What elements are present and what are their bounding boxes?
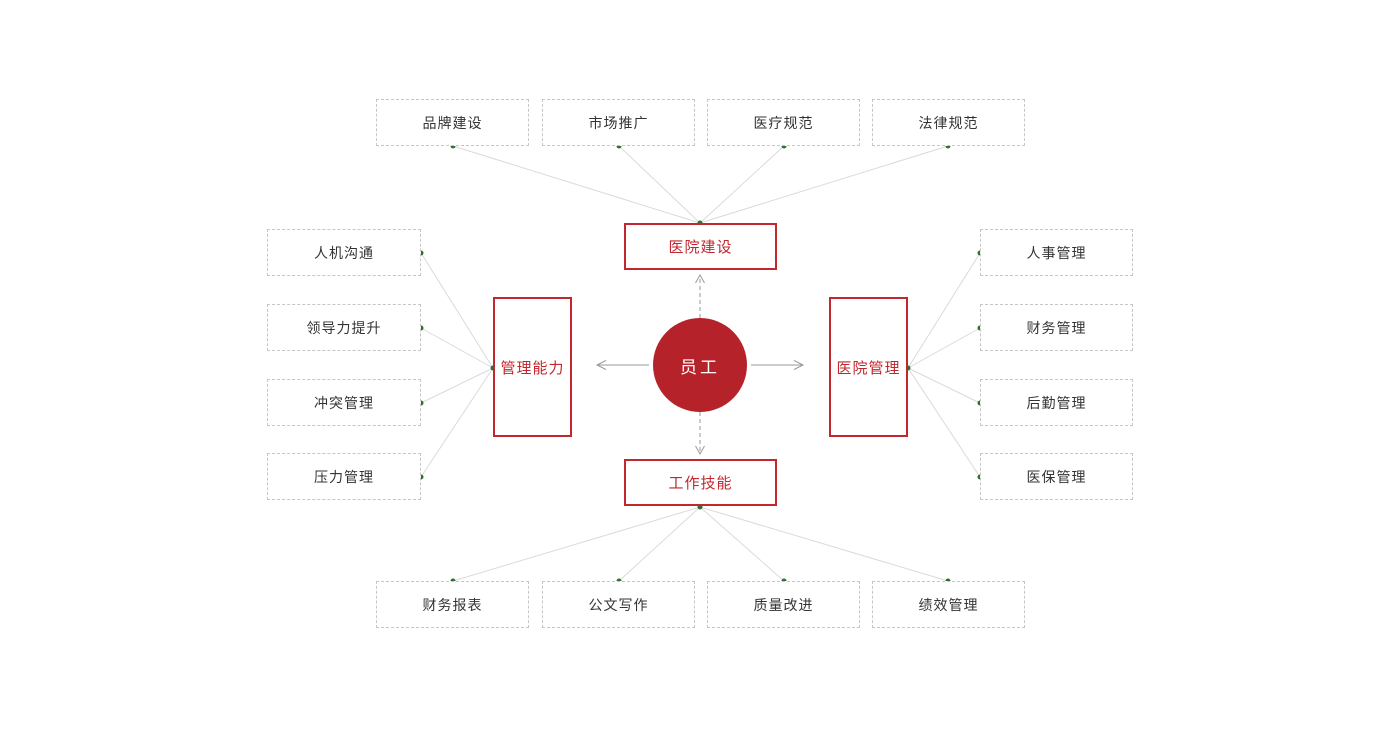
subnode-label: 法律规范 (918, 114, 979, 131)
node-management-ability: 管理能力 (493, 297, 572, 437)
subnode-label: 压力管理 (314, 468, 374, 485)
subnode-personnel-management: 人事管理 (980, 229, 1133, 276)
subnode-label: 财务管理 (1026, 319, 1087, 336)
subnode-leadership-improvement: 领导力提升 (267, 304, 421, 351)
connector-line (420, 367, 494, 404)
connector-line (618, 145, 701, 224)
employee-center-node: 员工 (653, 318, 747, 412)
connector-line (420, 252, 494, 369)
connector-line (452, 506, 701, 582)
subnode-label: 品牌建设 (422, 114, 483, 131)
subnode-label: 医保管理 (1026, 468, 1087, 485)
subnode-label: 冲突管理 (314, 394, 374, 411)
node-label: 医院管理 (836, 359, 901, 377)
connector-line (420, 367, 494, 478)
subnode-logistics-management: 后勤管理 (980, 379, 1133, 426)
employee-label: 员工 (680, 357, 720, 377)
node-work-skills: 工作技能 (624, 459, 777, 506)
node-label: 工作技能 (668, 475, 733, 492)
node-hospital-management: 医院管理 (829, 297, 908, 437)
subnode-label: 人机沟通 (314, 244, 374, 261)
connector-line (907, 327, 981, 369)
connector-line (699, 145, 785, 224)
node-label: 医院建设 (668, 239, 733, 256)
subnode-label: 市场推广 (588, 114, 649, 131)
subnode-medical-insurance-management: 医保管理 (980, 453, 1133, 500)
subnode-market-promotion: 市场推广 (542, 99, 695, 146)
subnode-conflict-management: 冲突管理 (267, 379, 421, 426)
subnode-brand-building: 品牌建设 (376, 99, 529, 146)
subnode-communication: 人机沟通 (267, 229, 421, 276)
connector-line (420, 327, 494, 369)
subnode-label: 财务报表 (422, 596, 483, 613)
subnode-label: 公文写作 (588, 596, 649, 613)
subnode-medical-standards: 医疗规范 (707, 99, 860, 146)
connector-line (699, 506, 785, 582)
arrow-left-head (595, 360, 607, 370)
arrow-right-head (793, 360, 805, 370)
subnode-performance-management: 绩效管理 (872, 581, 1025, 628)
subnode-financial-statements: 财务报表 (376, 581, 529, 628)
connector-line (907, 252, 981, 369)
node-label: 管理能力 (500, 359, 565, 377)
connector-line (452, 145, 701, 224)
subnode-label: 人事管理 (1026, 244, 1087, 261)
arrow-down-head (695, 445, 705, 456)
subnode-legal-standards: 法律规范 (872, 99, 1025, 146)
subnode-stress-management: 压力管理 (267, 453, 421, 500)
subnode-finance-management: 财务管理 (980, 304, 1133, 351)
node-hospital-construction: 医院建设 (624, 223, 777, 270)
subnode-label: 后勤管理 (1026, 394, 1087, 411)
connector-line (699, 145, 949, 224)
connector-line (618, 506, 701, 582)
subnode-label: 质量改进 (753, 596, 814, 613)
subnode-label: 领导力提升 (306, 319, 382, 336)
subnode-document-writing: 公文写作 (542, 581, 695, 628)
arrow-up-head (695, 273, 705, 284)
subnode-label: 医疗规范 (753, 114, 814, 131)
connector-line (907, 367, 981, 404)
subnode-label: 绩效管理 (918, 596, 979, 613)
connector-line (907, 367, 981, 478)
connector-line (699, 506, 949, 582)
subnode-quality-improvement: 质量改进 (707, 581, 860, 628)
